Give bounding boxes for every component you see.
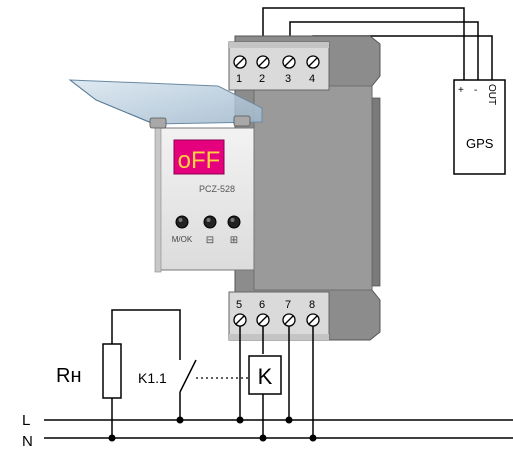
gps-out-label: OUT — [486, 84, 497, 105]
gps-minus-label: - — [474, 85, 477, 96]
line-n-label: N — [22, 433, 33, 450]
bottom-terminal-block: 5 6 7 8 — [228, 291, 330, 341]
terminal-screw-7 — [282, 313, 296, 327]
terminal-label-8: 8 — [309, 299, 315, 311]
contact-label: K1.1 — [138, 370, 167, 386]
terminal-label-4: 4 — [309, 73, 315, 85]
gps-module: + - OUT GPS — [453, 79, 506, 175]
mok-button[interactable] — [175, 215, 189, 229]
minus-button-label: ⊟ — [206, 235, 214, 246]
terminal-label-1: 1 — [236, 73, 242, 85]
power-lines — [44, 419, 513, 439]
terminal-screw-1 — [233, 55, 247, 69]
terminal-screw-6 — [256, 313, 270, 327]
plus-button-label: ⊞ — [230, 235, 238, 246]
terminal-label-5: 5 — [236, 299, 242, 311]
terminal-label-7: 7 — [285, 299, 291, 311]
display-reading: oFF — [178, 147, 221, 174]
line-l-label: L — [22, 412, 30, 429]
plus-button[interactable] — [227, 215, 241, 229]
minus-button[interactable] — [203, 215, 217, 229]
relay-coil — [248, 355, 282, 395]
led-display — [173, 139, 225, 175]
terminal-screw-5 — [233, 313, 247, 327]
device-housing — [234, 35, 381, 341]
gps-title: GPS — [466, 136, 494, 151]
mok-button-label: M/OK — [172, 235, 193, 244]
terminal-screw-3 — [282, 55, 296, 69]
terminal-wires — [111, 309, 314, 438]
model-label: PCZ-528 — [199, 184, 235, 194]
load-resistor — [102, 343, 122, 399]
front-panel: oFF PCZ-528 M/OK ⊟ ⊞ — [154, 125, 255, 273]
relay-label: K — [258, 364, 273, 389]
terminal-screw-2 — [256, 55, 270, 69]
transparent-cover[interactable] — [68, 79, 263, 129]
terminal-label-3: 3 — [285, 73, 291, 85]
terminal-screw-8 — [306, 313, 320, 327]
terminal-label-6: 6 — [259, 299, 265, 311]
top-terminal-block: 1 2 3 4 — [228, 41, 330, 91]
terminal-screw-4 — [306, 55, 320, 69]
load-label: Rн — [56, 365, 82, 387]
gps-plus-label: + — [458, 85, 464, 96]
terminal-label-2: 2 — [259, 73, 265, 85]
junction-dots — [108, 416, 317, 442]
